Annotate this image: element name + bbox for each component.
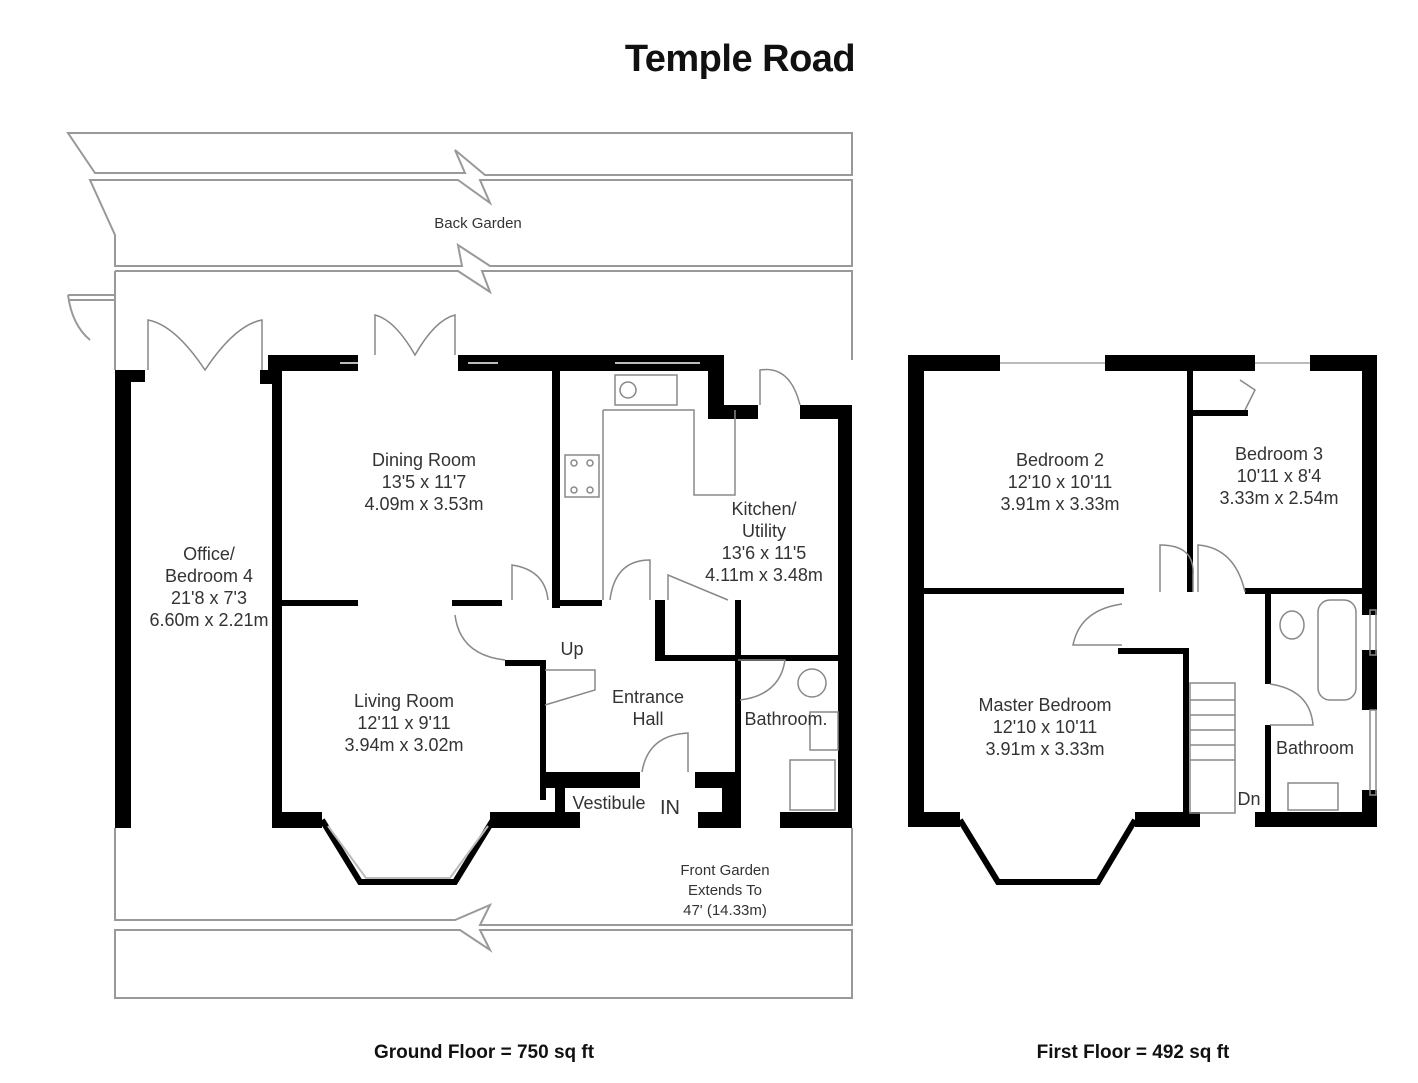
room-metric: 3.91m x 3.33m: [985, 739, 1105, 759]
hob: [564, 454, 600, 498]
back-garden-band-1: [66, 132, 853, 176]
room-gf-bathroom: Bathroom.: [744, 709, 828, 729]
room-name: Dining Room: [371, 450, 477, 470]
room-metric: 3.91m x 3.33m: [1000, 494, 1120, 514]
room-name: Living Room: [353, 691, 455, 711]
room-ff-bathroom: Bathroom: [1275, 738, 1355, 758]
ground-floor-area: Ground Floor = 750 sq ft: [373, 1042, 595, 1063]
dining-door: [511, 564, 549, 601]
room-living: Living Room 12'11 x 9'11 3.94m x 3.02m: [344, 690, 463, 756]
kitchen-door: [609, 559, 651, 601]
room-master-bedroom: Master Bedroom 12'10 x 10'11 3.91m x 3.3…: [978, 694, 1111, 760]
ff-bathroom-door: [1269, 683, 1314, 726]
room-name: Bedroom 3: [1234, 444, 1324, 464]
room-office-bedroom4: Office/ Bedroom 4 21'8 x 7'3 6.60m x 2.2…: [149, 543, 268, 631]
room-metric: 3.33m x 2.54m: [1219, 488, 1339, 508]
bedroom2-door: [1159, 544, 1194, 592]
room-name: Kitchen/: [731, 499, 797, 519]
room-bedroom3: Bedroom 3 10'11 x 8'4 3.33m x 2.54m: [1219, 443, 1338, 509]
ff-stairs: [1189, 682, 1236, 814]
room-name: Entrance: [611, 687, 685, 707]
back-garden-band-3: [115, 270, 853, 360]
front-garden-line1: Front Garden: [680, 862, 770, 879]
kitchen-back-door: [759, 368, 801, 406]
stairs-down-label: Dn: [1237, 789, 1261, 809]
entry-in-label: IN: [660, 797, 680, 819]
room-name: Bedroom 2: [1015, 450, 1105, 470]
gf-basin: [809, 711, 839, 751]
front-garden-line2: Extends To: [688, 882, 762, 899]
cupboard-door-ff: [1239, 379, 1256, 411]
gf-right-wall: [838, 405, 852, 828]
living-door: [454, 614, 506, 661]
gf-bathroom-door: [738, 659, 786, 701]
room-imperial: 12'10 x 10'11: [1007, 472, 1113, 492]
room-imperial: 10'11 x 8'4: [1236, 466, 1322, 486]
cupboard-door: [667, 573, 729, 601]
gf-bay-window: [319, 818, 496, 885]
room-metric: 4.11m x 3.48m: [705, 565, 823, 585]
kitchen-sink: [614, 374, 678, 406]
room-name-2: Utility: [741, 521, 786, 541]
room-bedroom2: Bedroom 2 12'10 x 10'11 3.91m x 3.33m: [1000, 449, 1119, 515]
gf-stairs: [544, 669, 596, 706]
back-garden-band-2: [88, 179, 853, 267]
front-garden-line3: 47' (14.33m): [683, 902, 767, 919]
room-metric: 3.94m x 3.02m: [344, 735, 464, 755]
stairs-up-label: Up: [560, 639, 584, 659]
gf-toilet: [797, 668, 827, 698]
gf-shower: [789, 759, 836, 811]
bedroom3-door: [1197, 544, 1246, 593]
back-garden-label: Back Garden: [434, 215, 522, 232]
gf-left-wall: [115, 370, 131, 828]
ff-toilet: [1279, 610, 1305, 640]
bath: [1317, 599, 1357, 701]
room-imperial: 13'6 x 11'5: [721, 543, 807, 563]
room-kitchen-utility: Kitchen/ Utility 13'6 x 11'5 4.11m x 3.4…: [705, 498, 823, 586]
room-name-2: Hall: [632, 709, 664, 729]
first-floor-area: First Floor = 492 sq ft: [1036, 1042, 1230, 1063]
room-imperial: 12'10 x 10'11: [992, 717, 1098, 737]
front-garden-label: Front Garden Extends To 47' (14.33m): [680, 861, 769, 921]
room-imperial: 13'5 x 11'7: [381, 472, 467, 492]
ff-bay-window: [957, 818, 1138, 885]
ff-right-wall: [1362, 355, 1377, 615]
room-name: Master Bedroom: [978, 695, 1112, 715]
ff-basin: [1287, 782, 1339, 811]
room-imperial: 12'11 x 9'11: [357, 713, 451, 733]
room-entrance-hall: Entrance Hall: [612, 686, 684, 730]
room-name-2: Bedroom 4: [164, 566, 254, 586]
page-title: Temple Road: [624, 38, 856, 80]
office-french-doors: [147, 319, 263, 372]
dining-french-doors: [374, 314, 456, 357]
front-garden-band-2: [114, 929, 853, 999]
room-metric: 4.09m x 3.53m: [364, 494, 484, 514]
front-door: [641, 732, 689, 773]
room-dining: Dining Room 13'5 x 11'7 4.09m x 3.53m: [364, 449, 483, 515]
room-metric: 6.60m x 2.21m: [149, 610, 269, 630]
room-imperial: 21'8 x 7'3: [171, 588, 247, 608]
room-name: Office/: [183, 544, 235, 564]
front-garden-band-1: [114, 828, 853, 926]
room-vestibule: Vestibule: [572, 793, 646, 813]
ff-left-wall: [908, 355, 924, 827]
master-door: [1072, 603, 1123, 646]
